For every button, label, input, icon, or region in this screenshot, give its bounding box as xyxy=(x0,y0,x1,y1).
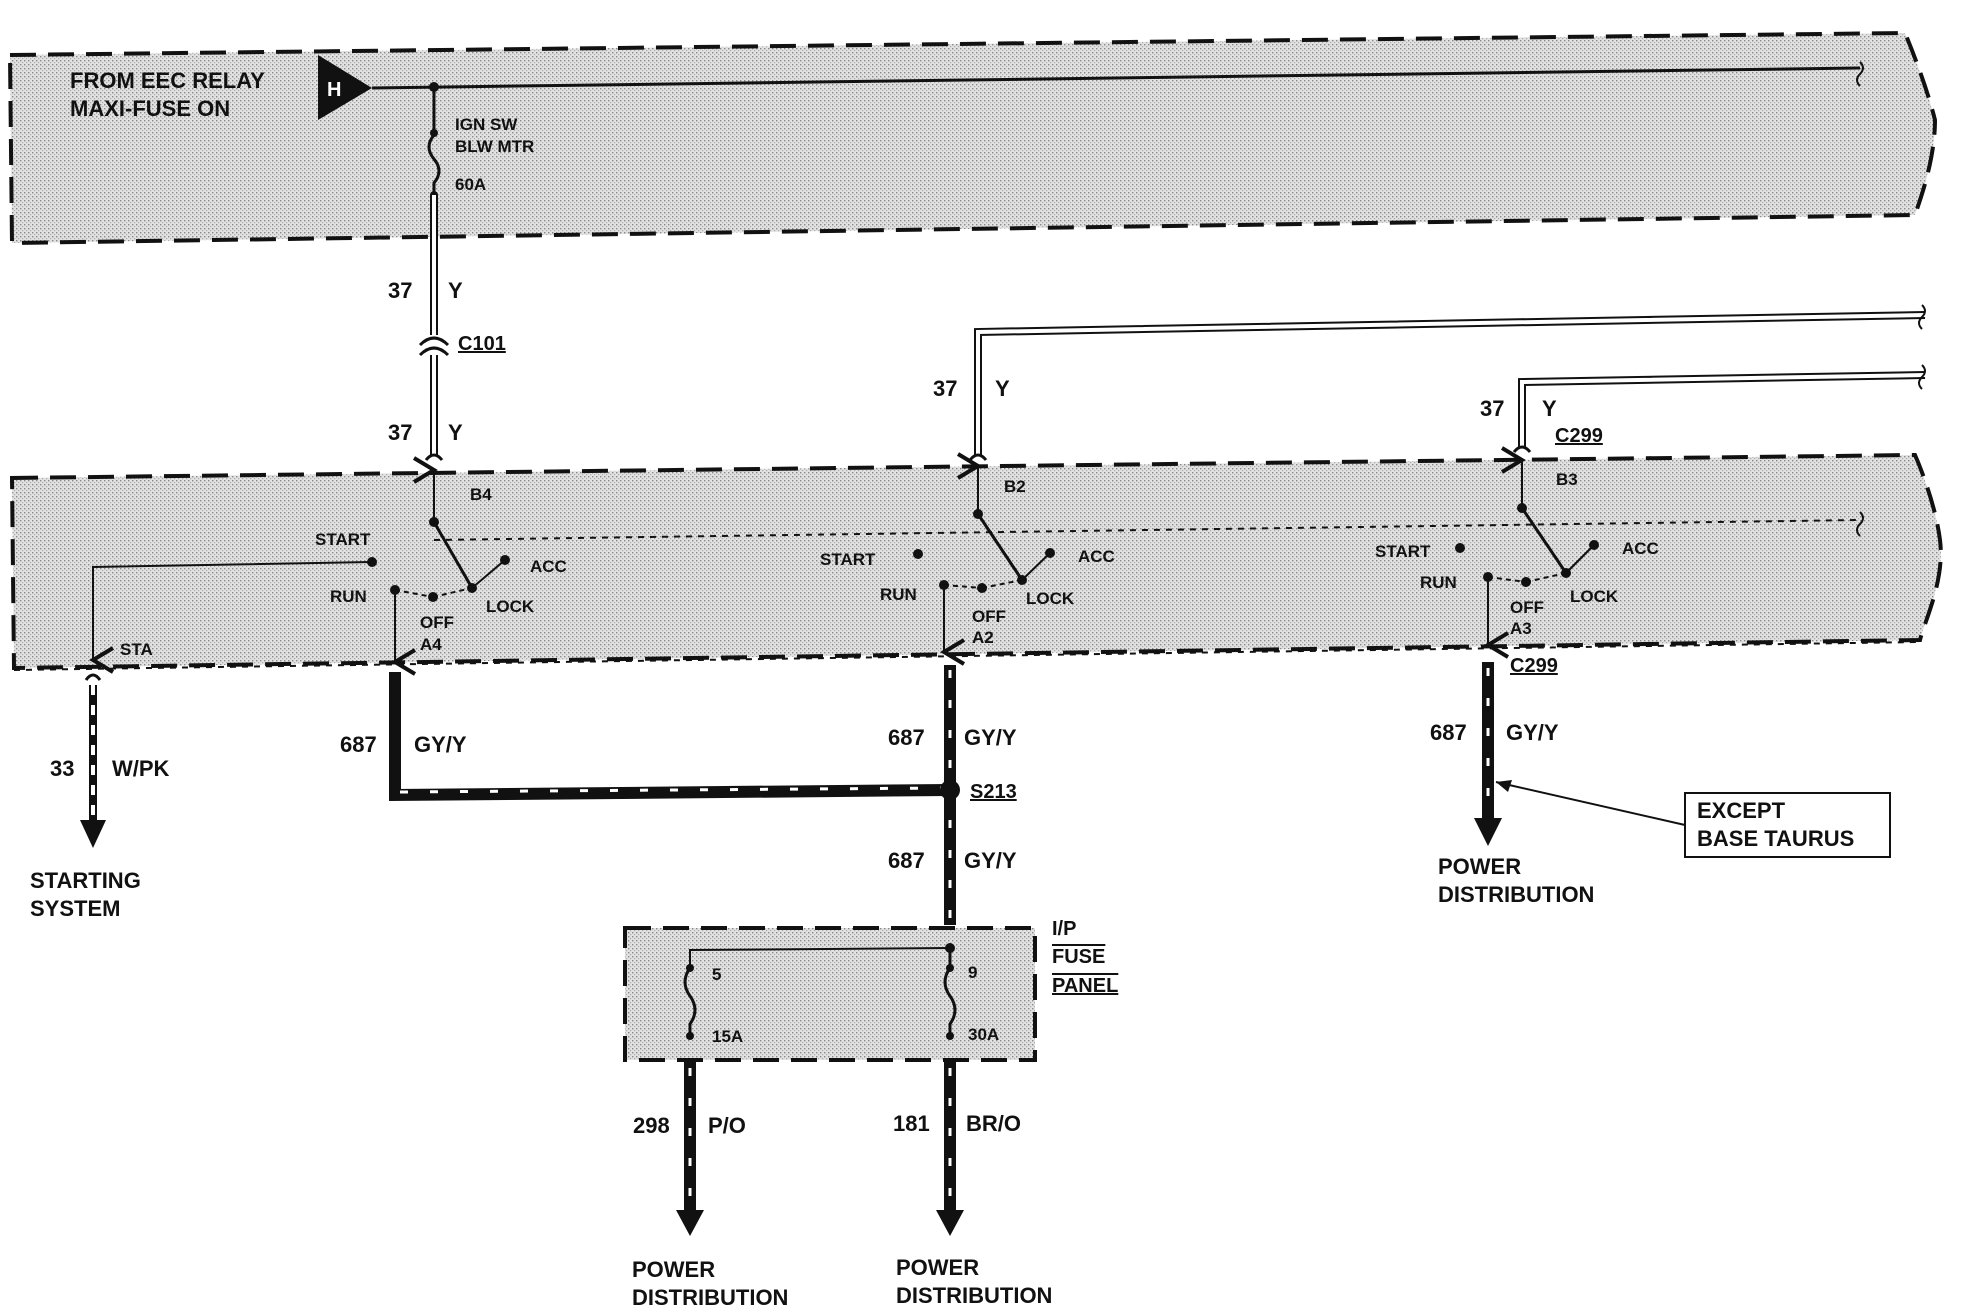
right-feed-continuation-mark xyxy=(1918,364,1926,390)
wire-main-upper-circuit: 37 xyxy=(388,278,412,303)
switch3-start: START xyxy=(1375,542,1431,561)
source-connector-h: H xyxy=(318,55,372,120)
maxi-fuse-name2: BLW MTR xyxy=(455,137,534,156)
switch3-pin-top: B3 xyxy=(1556,470,1578,489)
wire-right-out-color: GY/Y xyxy=(1506,720,1559,745)
switch2-run: RUN xyxy=(880,585,917,604)
maxi-fuse-rating: 60A xyxy=(455,175,486,194)
switch2-pin-top: B2 xyxy=(1004,477,1026,496)
fuse5-dest-line2: DISTRIBUTION xyxy=(632,1285,788,1310)
wire-mid-out-color: GY/Y xyxy=(964,725,1017,750)
c101-label: C101 xyxy=(458,333,506,355)
switch1-top-connector xyxy=(424,453,444,461)
right-dest-line2: DISTRIBUTION xyxy=(1438,882,1594,907)
wire-splice-out-circuit: 687 xyxy=(888,848,925,873)
switch1-acc: ACC xyxy=(530,557,567,576)
switch2-off: OFF xyxy=(972,607,1006,626)
switch1-run: RUN xyxy=(330,587,367,606)
fuse9-dest-line1: POWER xyxy=(896,1255,979,1280)
fuse9-dest-line2: DISTRIBUTION xyxy=(896,1283,1052,1308)
eec-relay-box xyxy=(7,30,1938,246)
fuse5-dest-line1: POWER xyxy=(632,1257,715,1282)
source-label-line2: MAXI-FUSE ON xyxy=(70,96,230,121)
starting-system-line2: SYSTEM xyxy=(30,896,120,921)
switch3-acc: ACC xyxy=(1622,539,1659,558)
splice-label: S213 xyxy=(970,781,1017,803)
switch1-pin-top: B4 xyxy=(470,485,492,504)
ignition-switch-1: B4 START RUN OFF A4 LOCK ACC STA xyxy=(89,456,567,676)
wire-right-feed-circuit: 37 xyxy=(1480,396,1504,421)
switch3-off: OFF xyxy=(1510,598,1544,617)
ignition-switch-3: B3 START RUN OFF A3 LOCK ACC xyxy=(1375,446,1659,659)
fuse-panel-label2: FUSE xyxy=(1052,946,1105,968)
mid-feed-continuation-mark xyxy=(1918,304,1926,330)
switch2-acc: ACC xyxy=(1078,547,1115,566)
c299-bottom-label: C299 xyxy=(1510,655,1558,677)
ignition-switch-2: B2 START RUN OFF A2 LOCK ACC xyxy=(820,452,1115,666)
maxi-fuse-symbol xyxy=(427,87,441,195)
switch1-off: OFF xyxy=(420,613,454,632)
switch2-pin-bottom: A2 xyxy=(972,628,994,647)
wire-fuse9-out-circuit: 181 xyxy=(893,1111,930,1136)
right-dest-line1: POWER xyxy=(1438,854,1521,879)
wire-fuse9-out-color: BR/O xyxy=(966,1111,1021,1136)
switch2-start: START xyxy=(820,550,876,569)
fuse-panel-label1: I/P xyxy=(1052,918,1076,940)
wire-left-out-circuit: 687 xyxy=(340,732,377,757)
wire-mid-out-circuit: 687 xyxy=(888,725,925,750)
maxi-fuse-name1: IGN SW xyxy=(455,115,518,134)
wire-start-out-circuit: 33 xyxy=(50,756,74,781)
fuse-panel-label3: PANEL xyxy=(1052,975,1118,997)
fuse-b-number: 9 xyxy=(968,963,977,982)
wire-main-lower-color: Y xyxy=(448,420,463,445)
switch1-lock: LOCK xyxy=(486,597,535,616)
source-label-line1: FROM EEC RELAY xyxy=(70,68,265,93)
bus-continuation-mark xyxy=(1856,61,1864,87)
ignition-switch-box xyxy=(9,452,1943,671)
switch3-run: RUN xyxy=(1420,573,1457,592)
wire-main-upper-color: Y xyxy=(448,278,463,303)
wire-mid-feed-circuit: 37 xyxy=(933,376,957,401)
switch1-pin-bottom: A4 xyxy=(420,635,442,654)
switch3-lock: LOCK xyxy=(1570,587,1619,606)
splice-dot xyxy=(940,780,960,800)
switch1-start: START xyxy=(315,530,371,549)
fuse-a-number: 5 xyxy=(712,965,721,984)
wire-fuse5-out-circuit: 298 xyxy=(633,1113,670,1138)
wire-splice-out-color: GY/Y xyxy=(964,848,1017,873)
switch2-lock: LOCK xyxy=(1026,589,1075,608)
wire-start-out-color: W/PK xyxy=(112,756,170,781)
fuse-b-rating: 30A xyxy=(968,1025,999,1044)
wire-mid-feed-color: Y xyxy=(995,376,1010,401)
wire-right-feed-color: Y xyxy=(1542,396,1557,421)
switch1-sta: STA xyxy=(120,640,153,659)
note-box xyxy=(1684,792,1891,858)
wire-right-out-circuit: 687 xyxy=(1430,720,1467,745)
fuse-a-rating: 15A xyxy=(712,1027,743,1046)
wire-fuse5-out-color: P/O xyxy=(708,1113,746,1138)
wire-left-out-color: GY/Y xyxy=(414,732,467,757)
battery-bus-wire xyxy=(371,66,1861,90)
c101-connector-symbol xyxy=(418,336,450,357)
switch3-pin-bottom: A3 xyxy=(1510,619,1532,638)
c299-top-label: C299 xyxy=(1555,425,1603,447)
note-line1: EXCEPT xyxy=(1697,798,1786,823)
wire-main-lower-circuit: 37 xyxy=(388,420,412,445)
note-line2: BASE TAURUS xyxy=(1697,826,1854,851)
starting-system-line1: STARTING xyxy=(30,868,141,893)
source-connector-letter: H xyxy=(327,79,341,101)
